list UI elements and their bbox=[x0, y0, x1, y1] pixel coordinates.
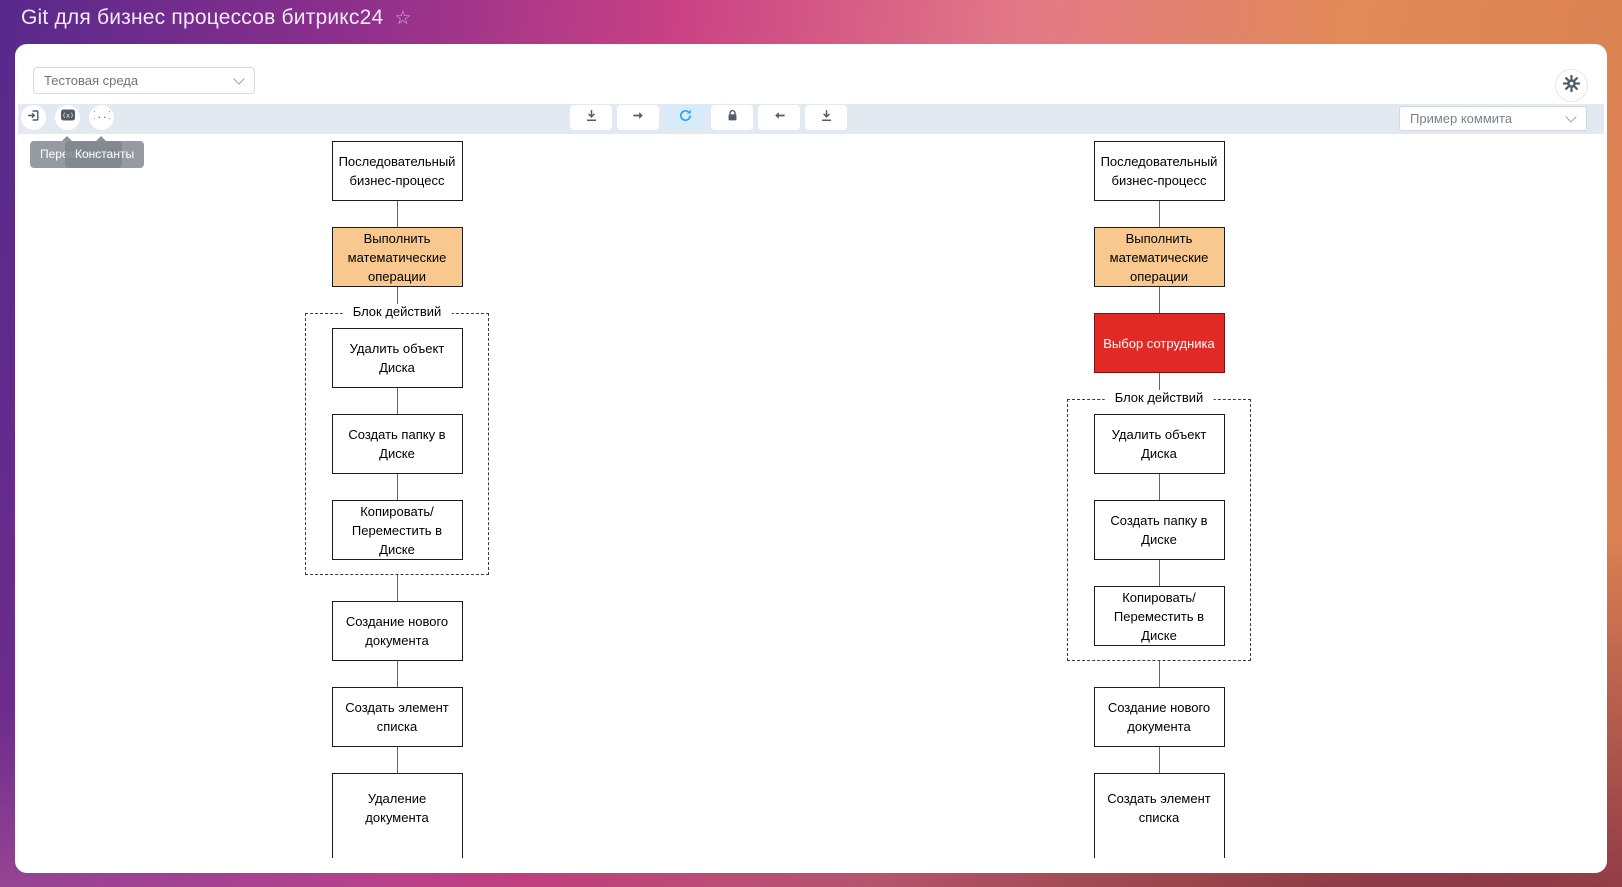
commit-select-value: Пример коммита bbox=[1410, 111, 1513, 126]
flow-connector bbox=[1158, 747, 1160, 773]
step-forward-button[interactable] bbox=[617, 105, 659, 130]
flow-node[interactable]: Создать элемент списка bbox=[331, 687, 463, 747]
refresh-icon bbox=[678, 108, 693, 128]
gear-icon bbox=[1562, 74, 1581, 97]
flow-node-label: Последовательный бизнес-процесс bbox=[1100, 154, 1218, 188]
flow-node[interactable]: Копировать/Переместить в Диске bbox=[1093, 586, 1225, 646]
flow-node-label: Удаление документа bbox=[365, 791, 429, 825]
flow-node-label: Создать элемент списка bbox=[345, 700, 449, 734]
flow-node-label: Удалить объект Диска bbox=[1111, 427, 1207, 461]
flow-connector bbox=[396, 388, 398, 414]
chevron-down-icon bbox=[233, 72, 245, 85]
lock-button[interactable] bbox=[711, 105, 753, 130]
lock-icon bbox=[725, 108, 740, 128]
constants-icon: [..] bbox=[91, 107, 113, 128]
flow-connector bbox=[1158, 287, 1160, 313]
flow-node[interactable]: Последовательный бизнес-процесс bbox=[331, 141, 463, 201]
flow-connector bbox=[396, 287, 398, 313]
environment-select-value: Тестовая среда bbox=[44, 73, 139, 88]
arrow-right-icon bbox=[631, 108, 646, 128]
refresh-button[interactable] bbox=[664, 105, 706, 130]
svg-text:[..]: [..] bbox=[94, 111, 110, 121]
flow-node-label: Создание нового документа bbox=[345, 614, 449, 648]
flow-connector bbox=[396, 474, 398, 500]
chevron-down-icon bbox=[1565, 110, 1577, 123]
flow-connector bbox=[396, 661, 398, 687]
flow-connector bbox=[396, 201, 398, 227]
flow-node[interactable]: Удалить объект Диска bbox=[1093, 414, 1225, 474]
download-icon bbox=[584, 108, 599, 128]
flow-connector bbox=[1158, 560, 1160, 586]
flow-node-label: Выполнить математические операции bbox=[347, 230, 447, 284]
flow-node[interactable]: Создать папку в Диске bbox=[331, 414, 463, 474]
constants-button[interactable]: [..] bbox=[89, 105, 114, 130]
flow-node-label: Последовательный бизнес-процесс bbox=[338, 154, 456, 188]
app-header: Git для бизнес процессов битрикс24 ☆ bbox=[21, 6, 412, 30]
flow-node-label: Копировать/Переместить в Диске bbox=[351, 503, 443, 557]
action-block-label: Блок действий bbox=[342, 304, 452, 319]
commit-select[interactable]: Пример коммита bbox=[1399, 106, 1587, 131]
flow-node-label: Создать элемент списка bbox=[1107, 791, 1211, 825]
step-back-button[interactable] bbox=[758, 105, 800, 130]
flow-connector bbox=[1158, 201, 1160, 227]
toolbar-left-buttons: (x) [..] bbox=[21, 105, 114, 130]
flow-connector bbox=[396, 747, 398, 773]
page-title: Git для бизнес процессов битрикс24 bbox=[21, 6, 384, 29]
flow-node[interactable]: Удалить объект Диска bbox=[331, 328, 463, 388]
flow-connector bbox=[396, 575, 398, 601]
flow-node[interactable]: Выполнить математические операции bbox=[331, 227, 463, 287]
flow-node[interactable]: Последовательный бизнес-процесс bbox=[1093, 141, 1225, 201]
flow-node-label: Копировать/Переместить в Диске bbox=[1113, 589, 1205, 643]
export-button[interactable] bbox=[805, 105, 847, 130]
toolbar-center-buttons bbox=[570, 105, 847, 130]
flow-node[interactable]: Создание нового документа bbox=[331, 601, 463, 661]
flow-node[interactable]: Создать папку в Диске bbox=[1093, 500, 1225, 560]
flow-node[interactable]: Выполнить математические операции bbox=[1093, 227, 1225, 287]
flow-node[interactable]: Выбор сотрудника bbox=[1093, 313, 1225, 373]
flow-node-label: Выбор сотрудника bbox=[1103, 335, 1215, 351]
arrow-left-icon bbox=[772, 108, 787, 128]
flow-node[interactable]: Создать элемент списка bbox=[1093, 773, 1225, 858]
enter-icon bbox=[26, 108, 41, 128]
flow-node-label: Выполнить математические операции bbox=[1109, 230, 1209, 284]
favorite-star-icon[interactable]: ☆ bbox=[394, 7, 412, 29]
flow-node[interactable]: Удаление документа bbox=[331, 773, 463, 858]
app-card: Тестовая среда (x)[..] Пример коммита Пе… bbox=[15, 44, 1607, 873]
flow-node[interactable]: Создание нового документа bbox=[1093, 687, 1225, 747]
flow-node-label: Создать папку в Диске bbox=[348, 427, 446, 461]
svg-text:(x): (x) bbox=[62, 112, 74, 120]
environment-select[interactable]: Тестовая среда bbox=[33, 67, 255, 94]
enter-button[interactable] bbox=[21, 105, 46, 130]
flow-connector bbox=[1158, 661, 1160, 687]
action-block-label: Блок действий bbox=[1104, 390, 1214, 405]
download-icon bbox=[819, 108, 834, 128]
variables-button[interactable]: (x) bbox=[55, 105, 80, 130]
flow-node-label: Создание нового документа bbox=[1107, 700, 1211, 734]
variables-icon: (x) bbox=[60, 107, 76, 128]
flow-connector bbox=[1158, 474, 1160, 500]
flow-connector bbox=[1158, 373, 1160, 399]
flow-node-label: Создать папку в Диске bbox=[1110, 513, 1208, 547]
flow-node-label: Удалить объект Диска bbox=[349, 341, 445, 375]
settings-button[interactable] bbox=[1555, 69, 1588, 102]
tooltip: Константы bbox=[65, 136, 145, 168]
download-button[interactable] bbox=[570, 105, 612, 130]
flow-node[interactable]: Копировать/Переместить в Диске bbox=[331, 500, 463, 560]
